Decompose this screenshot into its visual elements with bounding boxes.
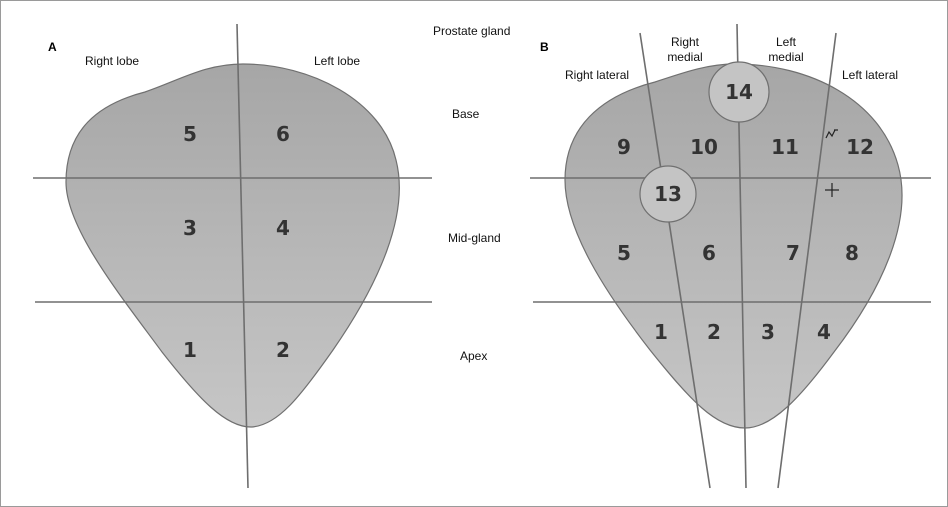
zone-b-9: 9 — [617, 135, 631, 159]
mid-gland-label: Mid-gland — [448, 231, 501, 245]
zone-b-6: 6 — [702, 241, 716, 265]
left-lateral-divider — [777, 32, 837, 489]
zone-b-7: 7 — [786, 241, 800, 265]
circle-zone-14 — [708, 61, 770, 123]
right-medial-label-line2: medial — [667, 50, 702, 64]
right-lobe-label: Right lobe — [85, 54, 139, 68]
zone-b-5: 5 — [617, 241, 631, 265]
left-lateral-label: Left lateral — [842, 68, 898, 82]
gland-outline-a — [65, 63, 400, 428]
prostate-gland-title: Prostate gland — [433, 24, 510, 38]
cursor-mark — [825, 129, 838, 139]
panel-b: B Right lateral Right medial Left medial… — [530, 23, 931, 489]
right-lateral-label: Right lateral — [565, 68, 629, 82]
crosshair-mark — [825, 183, 839, 197]
zone-b-12: 12 — [846, 135, 874, 159]
zone-b-14: 14 — [725, 80, 753, 104]
zone-b-2: 2 — [707, 320, 721, 344]
panel-b-letter: B — [540, 40, 549, 54]
center-labels: Prostate gland Base Mid-gland Apex — [433, 24, 510, 363]
left-medial-label-line2: medial — [768, 50, 803, 64]
zone-b-13: 13 — [654, 182, 682, 206]
zone-b-10: 10 — [690, 135, 718, 159]
zone-b-11: 11 — [771, 135, 799, 159]
zone-a-1: 1 — [183, 338, 197, 362]
zone-b-8: 8 — [845, 241, 859, 265]
zone-a-5: 5 — [183, 122, 197, 146]
panel-a: A Right lobe Left lobe 5 6 3 4 1 2 — [33, 23, 432, 489]
vertical-divider-a — [236, 23, 249, 489]
zone-a-2: 2 — [276, 338, 290, 362]
right-lateral-divider — [639, 32, 711, 489]
zone-a-3: 3 — [183, 216, 197, 240]
apex-label: Apex — [460, 349, 487, 363]
zone-b-1: 1 — [654, 320, 668, 344]
base-label: Base — [452, 107, 480, 121]
zone-a-4: 4 — [276, 216, 290, 240]
zone-b-3: 3 — [761, 320, 775, 344]
panel-a-letter: A — [48, 40, 57, 54]
zone-a-6: 6 — [276, 122, 290, 146]
left-medial-label-line1: Left — [776, 35, 797, 49]
right-medial-label-line1: Right — [671, 35, 700, 49]
gland-outline-b — [564, 63, 903, 429]
left-lobe-label: Left lobe — [314, 54, 360, 68]
circle-zone-13 — [639, 165, 697, 223]
zone-b-4: 4 — [817, 320, 831, 344]
